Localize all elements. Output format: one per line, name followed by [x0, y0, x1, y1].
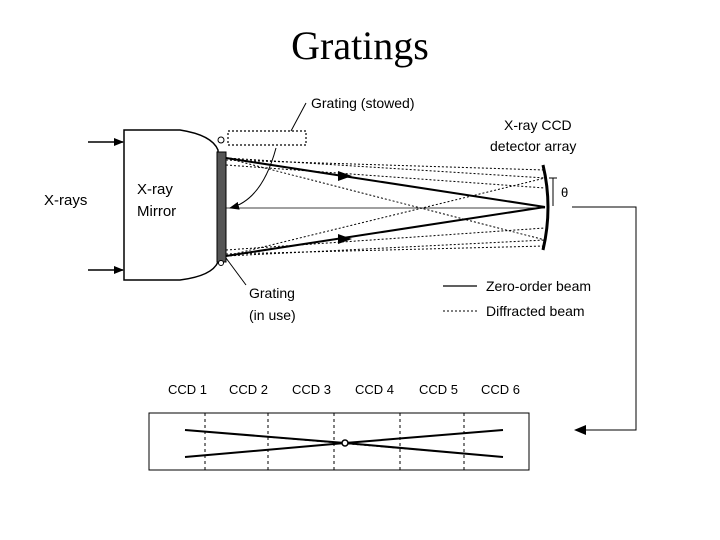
legend-zero-order: Zero-order beam	[486, 278, 591, 294]
grating-use-label-line1: Grating	[249, 285, 295, 301]
legend-diffracted: Diffracted beam	[486, 303, 585, 319]
ccd-label-line1: X-ray CCD	[504, 117, 572, 133]
legend: Zero-order beam Diffracted beam	[443, 278, 591, 319]
mirror-label-line1: X-ray	[137, 181, 173, 198]
stow-curve-arrow	[229, 147, 277, 210]
grating-pivot-bottom	[218, 260, 224, 266]
ccd-label-row: CCD 1 CCD 2 CCD 3 CCD 4 CCD 5 CCD 6	[168, 382, 520, 397]
ccd-detector-array	[541, 164, 550, 251]
ccd-spectrum-lines	[184, 429, 504, 458]
ccd-2-label: CCD 2	[229, 382, 268, 397]
ccd-4-label: CCD 4	[355, 382, 394, 397]
grating-stowed	[227, 130, 307, 146]
ccd-readout-panel	[148, 412, 530, 471]
grating-pivot	[217, 136, 225, 144]
theta-label: θ	[561, 185, 568, 200]
zero-order-beams	[225, 157, 546, 257]
grating-in-use	[216, 151, 227, 263]
ccd-6-label: CCD 6	[481, 382, 520, 397]
mirror-label-line2: Mirror	[137, 203, 176, 220]
ccd-5-label: CCD 5	[419, 382, 458, 397]
ccd-1-label: CCD 1	[168, 382, 207, 397]
ccd-label-line2: detector array	[490, 138, 576, 154]
ccd-3-label: CCD 3	[292, 382, 331, 397]
incoming-xray-arrows	[88, 138, 124, 274]
diffracted-beams	[225, 157, 546, 257]
readout-route-arrow	[572, 206, 637, 435]
grating-stowed-label: Grating (stowed)	[311, 95, 414, 111]
zero-order-spot	[341, 439, 349, 447]
slide-title: Gratings	[291, 23, 429, 68]
grating-use-label-line2: (in use)	[249, 307, 296, 323]
xrays-label: X-rays	[44, 192, 87, 209]
